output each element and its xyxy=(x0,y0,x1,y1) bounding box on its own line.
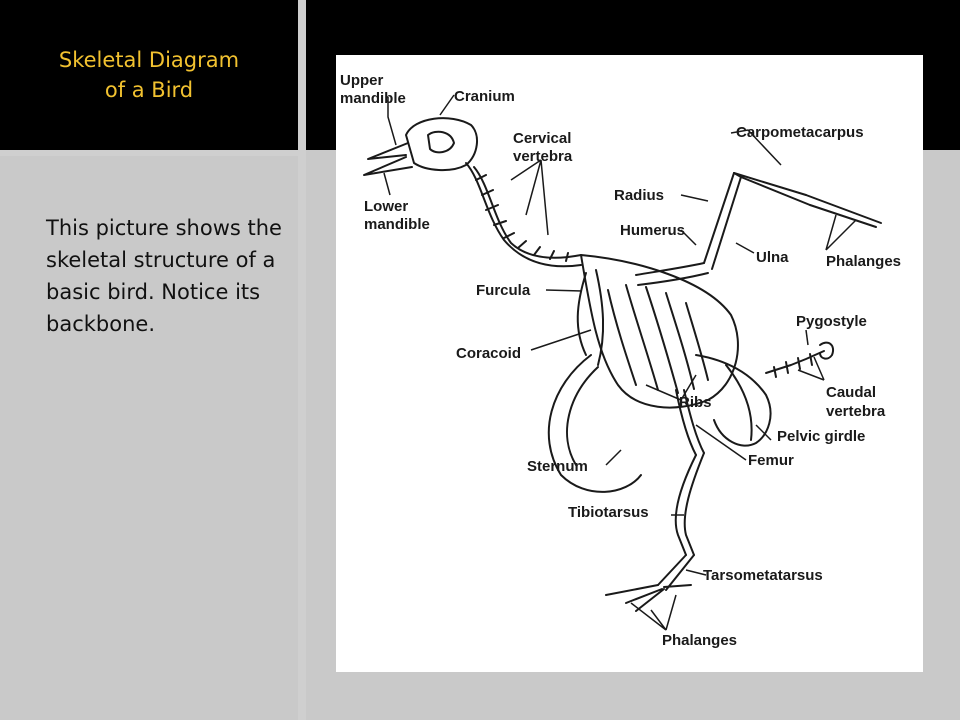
slide-title-line-2: of a Bird xyxy=(104,78,194,102)
label-upper-mandible-2: mandible xyxy=(340,90,406,107)
label-coracoid: Coracoid xyxy=(456,345,521,362)
label-carpometacarpus: Carpometacarpus xyxy=(736,124,864,141)
label-tibiotarsus: Tibiotarsus xyxy=(568,504,649,521)
label-ribs: Ribs xyxy=(679,394,712,411)
label-cervical-1: Cervical xyxy=(513,130,571,147)
label-sternum: Sternum xyxy=(527,458,588,475)
upper-beak-shape xyxy=(367,142,409,160)
radius-ulna-shape xyxy=(703,172,742,270)
foot-phalanges-shape xyxy=(605,584,692,612)
carpometacarpus-shape xyxy=(733,172,811,206)
label-phalanges-foot: Phalanges xyxy=(662,632,737,649)
label-radius: Radius xyxy=(614,187,664,204)
slide-body-text: This picture shows the skeletal structur… xyxy=(46,216,282,336)
label-pygostyle: Pygostyle xyxy=(796,313,867,330)
label-lower-mandible-1: Lower xyxy=(364,198,408,215)
slide-title-line-1: Skeletal Diagram xyxy=(58,48,240,72)
wing-phalanges-shape xyxy=(805,194,882,228)
lower-beak-shape xyxy=(363,156,413,176)
sternum-shape xyxy=(547,354,642,493)
femur-shape xyxy=(675,389,705,456)
pygostyle-shape xyxy=(819,341,834,360)
pelvis-shape xyxy=(695,354,772,447)
tarsometatarsus-shape xyxy=(657,554,695,591)
tibiotarsus-shape xyxy=(674,452,705,556)
label-femur: Femur xyxy=(748,452,794,469)
skull-shape xyxy=(405,117,478,171)
label-cranium: Cranium xyxy=(454,88,515,105)
bird-skeleton-diagram: Upper mandible Cranium Cervical vertebra… xyxy=(336,55,923,672)
label-upper-mandible-1: Upper xyxy=(340,72,384,89)
neck-shape xyxy=(465,162,582,268)
vertical-divider xyxy=(298,0,306,720)
horizontal-divider xyxy=(0,150,298,156)
body-panel: This picture shows the skeletal structur… xyxy=(0,156,298,720)
title-panel: Skeletal Diagram of a Bird xyxy=(0,0,298,150)
label-tarsometatarsus: Tarsometatarsus xyxy=(703,567,823,584)
label-pelvic-girdle: Pelvic girdle xyxy=(777,428,865,445)
label-caudal-2: vertebra xyxy=(826,403,886,420)
ribcage-shape xyxy=(580,254,739,409)
label-furcula: Furcula xyxy=(476,282,531,299)
humerus-shape xyxy=(635,262,705,276)
label-phalanges-wing: Phalanges xyxy=(826,253,901,270)
label-humerus: Humerus xyxy=(620,222,685,239)
label-cervical-2: vertebra xyxy=(513,148,573,165)
label-lower-mandible-2: mandible xyxy=(364,216,430,233)
label-ulna: Ulna xyxy=(756,249,789,266)
label-caudal-1: Caudal xyxy=(826,384,876,401)
